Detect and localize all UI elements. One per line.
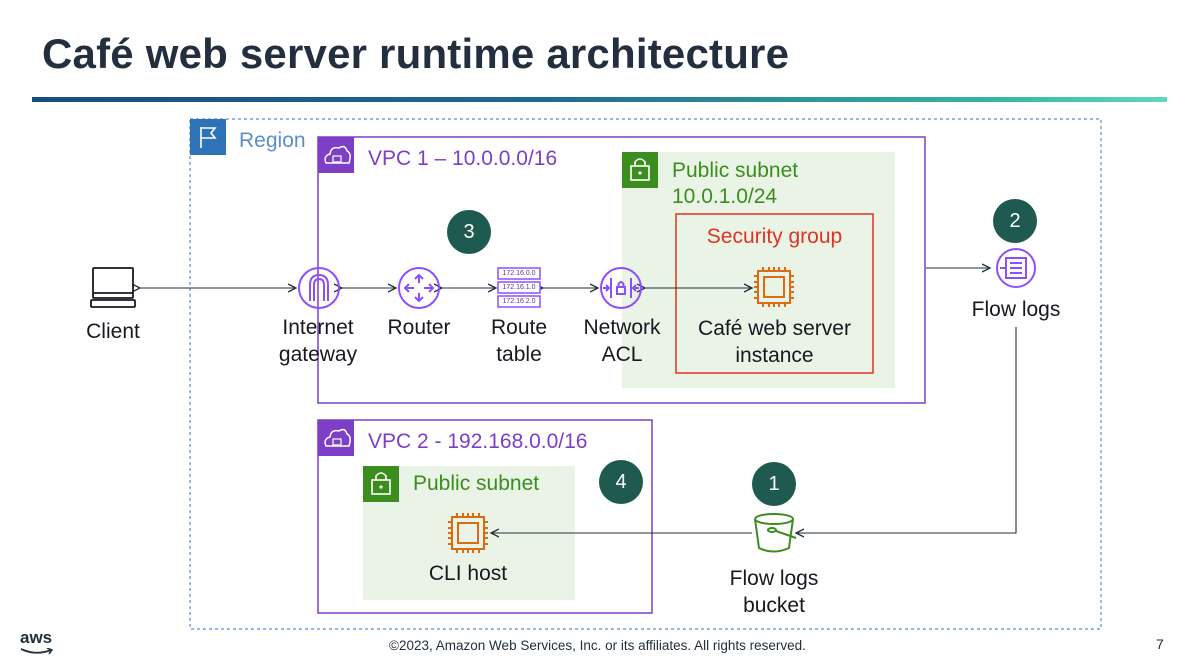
page-title: Café web server runtime architecture	[42, 30, 790, 77]
network-acl-icon	[600, 267, 642, 309]
vpc-2-label: VPC 2 - 192.168.0.0/16	[368, 430, 588, 453]
vpc-1-label: VPC 1 – 10.0.0.0/16	[368, 147, 558, 170]
internet-gateway-label-line2: gateway	[278, 343, 358, 366]
route-entry: 172.16.1.0	[502, 284, 536, 291]
s3-bucket-icon	[754, 513, 797, 553]
route-table-entries: 172.16.0.0 172.16.1.0 172.16.2.0	[498, 268, 540, 310]
title-underline	[32, 97, 1167, 102]
step-badge-1: 1	[752, 462, 796, 506]
bucket-label-line2: bucket	[743, 594, 805, 617]
route-entry: 172.16.2.0	[502, 298, 536, 305]
aws-smile-icon	[20, 648, 54, 655]
route-table-label-line2: table	[496, 343, 542, 366]
public-subnet-1-label: Public subnet 10.0.1.0/24	[672, 158, 798, 210]
internet-gateway-label-line1: Internet	[282, 316, 354, 339]
public-subnet-2-label: Public subnet	[413, 472, 540, 495]
flow-logs-icon	[996, 248, 1036, 288]
internet-gateway-label: Internet gateway	[262, 314, 374, 368]
security-group-label: Security group	[706, 225, 843, 248]
ec2-instance-icon	[754, 267, 794, 307]
client-icon	[90, 267, 136, 308]
vpc-cloud-icon-1	[318, 137, 354, 173]
region-label: Region	[239, 129, 306, 152]
step-badge-2: 2	[993, 199, 1037, 243]
aws-logo: aws	[20, 628, 54, 655]
subnet-lock-icon-1	[622, 152, 658, 188]
network-acl-label-line2: ACL	[601, 343, 643, 366]
route-table-label: Route table	[474, 314, 564, 368]
instance-label-line2: instance	[735, 344, 814, 367]
flow-logs-bucket-label: Flow logs bucket	[704, 565, 844, 619]
aws-logo-text: aws	[20, 628, 53, 647]
vpc-cloud-icon-2	[318, 420, 354, 456]
cli-host-label: CLI host	[428, 562, 508, 585]
internet-gateway-icon	[298, 267, 340, 309]
instance-label-line1: Café web server	[698, 317, 851, 340]
connector-flowlogs-bucket	[796, 327, 1017, 533]
page-number: 7	[1156, 636, 1164, 652]
router-icon	[398, 267, 440, 309]
security-group-box	[675, 213, 874, 374]
cli-host-ec2-icon	[448, 513, 488, 553]
client-label: Client	[86, 320, 140, 343]
instance-label: Café web server instance	[676, 315, 873, 369]
step-badge-3: 3	[447, 210, 491, 254]
network-acl-label: Network ACL	[570, 314, 674, 368]
route-entry: 172.16.0.0	[502, 270, 536, 277]
vpc-2-box	[317, 419, 653, 614]
public-subnet-1-cidr: 10.0.1.0/24	[672, 185, 778, 208]
route-table-label-line1: Route	[490, 316, 548, 339]
vpc-1-box	[317, 136, 926, 404]
router-label: Router	[387, 316, 451, 339]
region-box	[189, 118, 1102, 630]
route-table-icon	[497, 267, 541, 308]
public-subnet-1-name: Public subnet	[672, 159, 799, 182]
subnet-lock-icon-2	[363, 466, 399, 502]
network-acl-label-line1: Network	[583, 316, 661, 339]
step-badge-4: 4	[599, 460, 643, 504]
region-flag-icon	[190, 119, 226, 155]
copyright-footer: ©2023, Amazon Web Services, Inc. or its …	[389, 638, 806, 653]
bucket-label-line1: Flow logs	[729, 567, 819, 590]
flow-logs-label: Flow logs	[971, 298, 1061, 321]
